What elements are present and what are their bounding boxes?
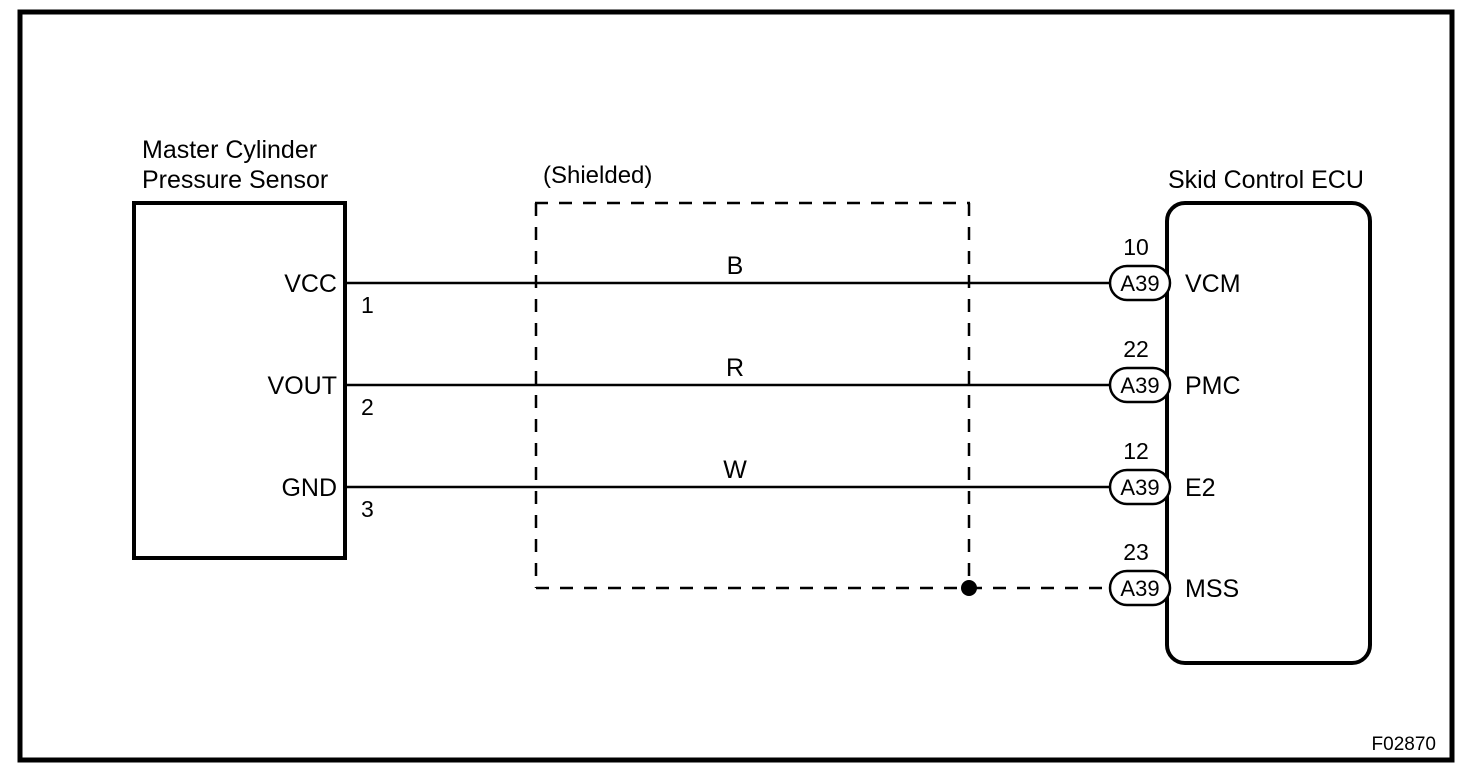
outer-border <box>17 9 1455 763</box>
wire-color-code-w: W <box>723 456 747 484</box>
ecu-pin-number-12: 12 <box>1123 438 1149 464</box>
sensor-pin-number-3: 3 <box>361 496 374 522</box>
ecu-pin-number-23: 23 <box>1123 539 1149 565</box>
ecu-terminal-label-e2: E2 <box>1185 474 1216 502</box>
shield-label: (Shielded) <box>543 162 652 189</box>
ecu-terminal-label-vcm: VCM <box>1185 270 1241 298</box>
ecu-terminal-label-mss: MSS <box>1185 575 1239 603</box>
ecu-connector-badge-mss <box>1108 569 1172 607</box>
wire-color-code-r: R <box>726 354 744 382</box>
sensor-terminal-label-gnd: GND <box>281 474 337 502</box>
ecu-connector-label-pmc: A39 <box>1120 373 1159 398</box>
sensor-box <box>132 201 347 560</box>
ecu-pin-number-22: 22 <box>1123 336 1149 362</box>
ecu-terminal-label-pmc: PMC <box>1185 372 1241 400</box>
ecu-connector-badge-vcm <box>1108 264 1172 302</box>
sensor-title-line2: Pressure Sensor <box>142 166 328 194</box>
sensor-title-line1: Master Cylinder <box>142 136 317 164</box>
shield-junction-dot <box>961 580 977 596</box>
sensor-pin-number-2: 2 <box>361 394 374 420</box>
sensor-pin-number-1: 1 <box>361 292 374 318</box>
ecu-connector-label-e2: A39 <box>1120 475 1159 500</box>
sensor-terminal-label-vcc: VCC <box>284 270 337 298</box>
ecu-pin-number-10: 10 <box>1123 234 1149 260</box>
ecu-connector-badge-e2 <box>1108 468 1172 506</box>
ecu-connector-badge-pmc <box>1108 366 1172 404</box>
sensor-terminal-label-vout: VOUT <box>268 372 337 400</box>
ecu-title: Skid Control ECU <box>1168 166 1364 194</box>
wire-color-code-b: B <box>727 252 744 280</box>
ecu-connector-label-mss: A39 <box>1120 576 1159 601</box>
ecu-connector-label-vcm: A39 <box>1120 271 1159 296</box>
figure-code: F02870 <box>1372 734 1436 755</box>
